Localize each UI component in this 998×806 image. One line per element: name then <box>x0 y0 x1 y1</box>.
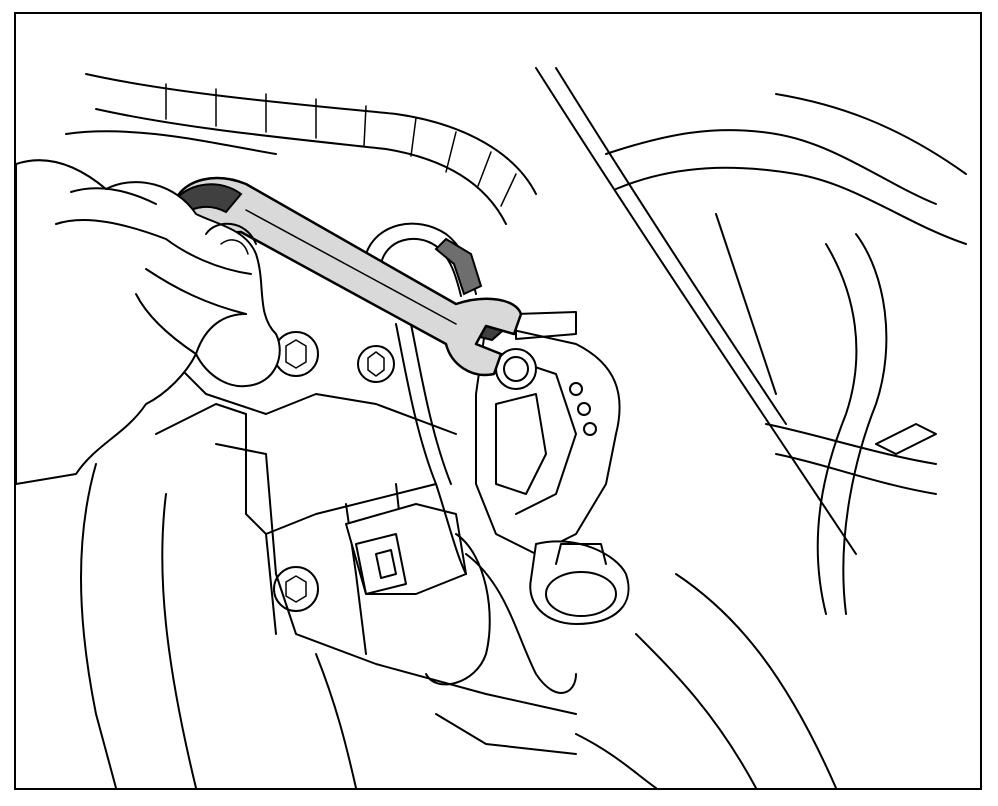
hand-icon <box>16 159 281 485</box>
brake-hose-icon <box>605 93 967 615</box>
illustration-frame <box>14 12 982 790</box>
wiring-harness-icon <box>65 73 537 225</box>
frame-rail <box>535 67 857 788</box>
line-drawing <box>16 67 967 788</box>
engine-casing <box>67 253 657 788</box>
brake-line <box>365 222 483 297</box>
open-end-wrench-icon <box>174 176 523 377</box>
electrical-connector-icon <box>345 323 577 694</box>
